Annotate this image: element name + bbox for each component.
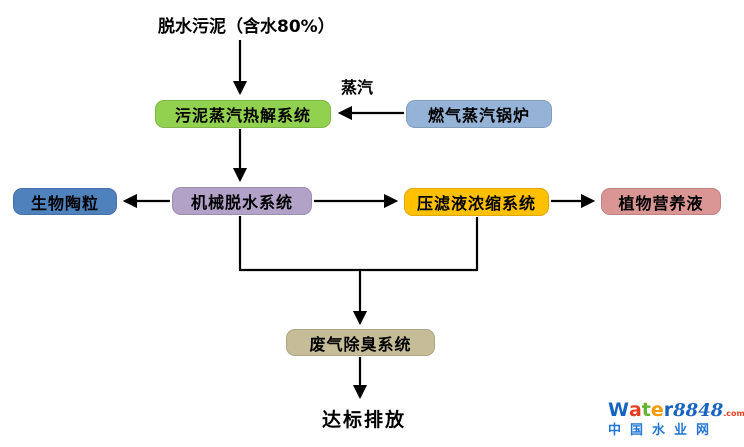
steam-label: 蒸汽 bbox=[341, 78, 374, 97]
node-pyrolysis-system: 污泥蒸汽热解系统 bbox=[155, 100, 331, 128]
node-plant-nutrient: 植物营养液 bbox=[601, 188, 721, 215]
node-bio-ceramsite: 生物陶粒 bbox=[13, 188, 117, 215]
logo-letter-r: r bbox=[663, 398, 674, 421]
source-label: 脱水污泥（含水80%） bbox=[158, 17, 335, 37]
logo-letter-w: W bbox=[608, 398, 629, 421]
water8848-logo: W a t e r 8848 .com 中国水业网 bbox=[608, 398, 744, 438]
node-mechanical-dewatering: 机械脱水系统 bbox=[172, 187, 312, 215]
logo-site-name: 中国水业网 bbox=[608, 422, 719, 438]
node-gas-steam-boiler: 燃气蒸汽锅炉 bbox=[406, 100, 552, 128]
node-filtrate-concentration: 压滤液浓缩系统 bbox=[404, 188, 549, 216]
discharge-label: 达标排放 bbox=[322, 409, 407, 431]
logo-wordmark: W a t e r 8848 .com bbox=[608, 398, 744, 421]
node-waste-gas-deodorization: 废气除臭系统 bbox=[286, 329, 435, 356]
logo-letter-a: a bbox=[628, 398, 642, 421]
logo-letter-t: t bbox=[641, 398, 651, 421]
logo-number: 8848 bbox=[673, 399, 724, 421]
logo-tld: .com bbox=[723, 408, 744, 418]
logo-letter-e: e bbox=[650, 398, 664, 421]
